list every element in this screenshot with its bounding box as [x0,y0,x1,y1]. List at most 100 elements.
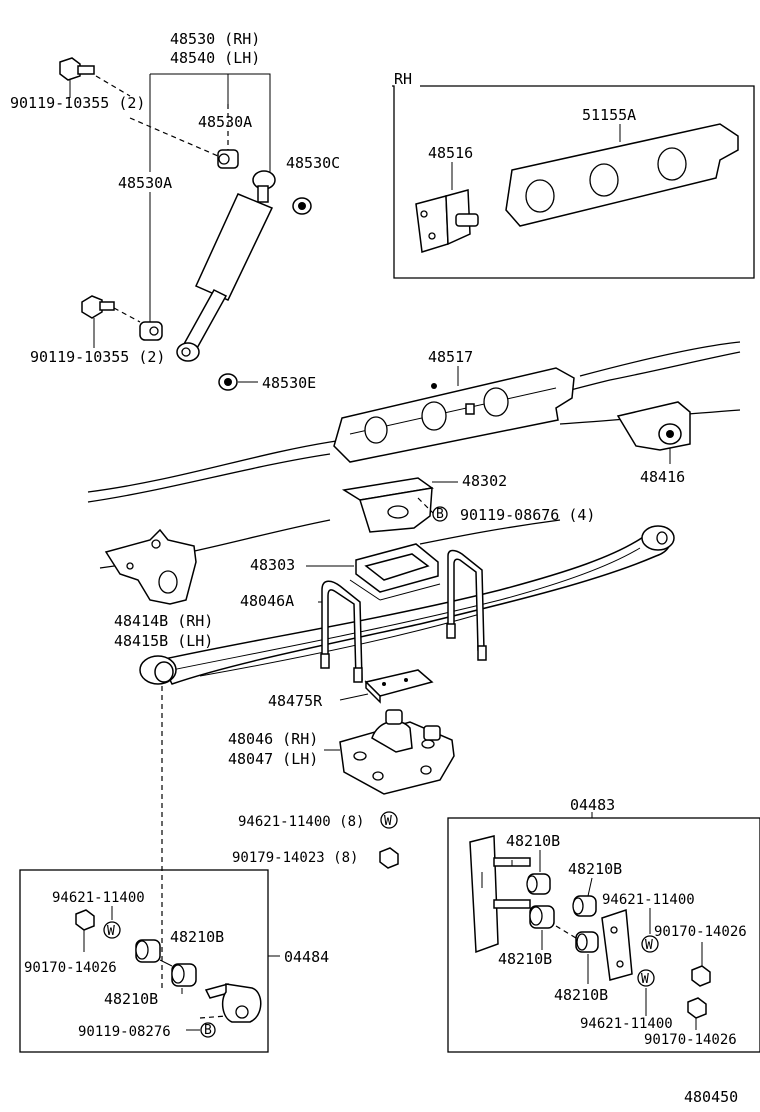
nut-icon [379,847,399,869]
label-bumper: 48303 [250,556,295,574]
label-bolt-top: 90119-10355 (2) [10,94,145,112]
leader-shock [150,73,271,172]
kr-w-marker-2-icon: W [637,969,655,1016]
w-marker-icon [380,811,398,829]
label-ubolt: 48046A [240,592,294,610]
label-crossmember-rh: 51155A [582,106,636,124]
bumper-part [349,543,441,601]
rear-hanger-group: 48416 [616,401,691,486]
shock-absorber-group: 48530 (RH) 48540 (LH) 90119-10355 (2) 48… [10,30,340,392]
front-hanger-part [104,528,197,605]
kl-bolt-part [199,983,262,1023]
kr-bushing-1-part [526,873,551,895]
bracket-rh-part [415,189,479,253]
kr-shackle-plate-part [469,835,531,954]
kit-left-box: 04484 94621-11400 W 90170-14026 48210B 4… [19,869,329,1053]
plate-part [339,709,455,795]
shock-absorber-part [176,170,276,362]
label-bracket-rh: 48516 [428,144,473,162]
label-shock-lh: 48540 (LH) [170,49,260,67]
label-hanger-rear: 48416 [640,468,685,486]
label-kl-bolt: 90119-08276 [78,1024,171,1040]
kr-plate-part [601,908,633,981]
label-washer-e: 48530E [262,374,316,392]
ubolt-right-part [446,549,487,661]
label-rh-tag: RH [394,70,412,88]
kr-bushing-3-part [529,905,555,950]
label-kr-bush-3: 48210B [498,950,552,968]
kl-nut-icon [75,909,95,931]
label-kit-left: 04484 [284,948,329,966]
label-bushing-c: 48530C [286,154,340,172]
svg-text:W: W [641,972,649,987]
front-hanger-group: 48414B (RH) 48415B (LH) [104,528,213,650]
label-shock-rh: 48530 (RH) [170,30,260,48]
label-washer-w: 94621-11400 (8) [238,814,364,830]
label-kl-bush-2: 48210B [104,990,158,1008]
bumper-seat-group: 48302 B 90119-08676 (4) [341,472,595,533]
plate-group: 48046 (RH) 48047 (LH) [228,709,455,795]
rh-detail-box: RH 51155A 48516 [392,70,755,279]
label-kr-washer-1: 94621-11400 [602,892,695,908]
spacer-part [364,669,434,704]
svg-text:W: W [645,938,653,953]
leader-top-dashed [129,117,219,157]
ubolt-group: 48046A [240,549,487,683]
label-kl-bush-1: 48210B [170,928,224,946]
washer-e-part [218,373,258,391]
ubolt-left-part [320,580,363,683]
label-bumper-seat: 48302 [462,472,507,490]
kit-right-box: 04483 48210B 48210B 94621-11400 90170-14… [447,796,760,1053]
label-hanger-front-rh: 48414B (RH) [114,612,213,630]
label-bolt-bottom: 90119-10355 (2) [30,348,165,366]
label-bushing-a-left: 48530A [118,174,172,192]
label-crossmember: 48517 [428,348,473,366]
kl-w-marker-icon [103,921,121,939]
kl-b-marker-icon [200,1022,216,1038]
b-marker-text: B [436,507,444,522]
bushing-a-bottom-part [139,321,163,341]
label-nut-w: 90179-14023 (8) [232,850,358,866]
label-bushing-a-right: 48530A [198,113,252,131]
kl-bushing-2-part [171,963,197,987]
label-bolt-b: 90119-08676 (4) [460,506,595,524]
crossmember-group: 48517 [333,348,575,463]
bumper-seat-part [341,477,434,533]
kl-w-marker-text: W [107,924,115,939]
kl-bushing-1-part [135,939,161,963]
kr-nut-1-icon [691,965,711,987]
label-kr-nut-2: 90170-14026 [644,1032,737,1048]
label-kr-bush-2: 48210B [568,860,622,878]
label-kr-bush-1: 48210B [506,832,560,850]
label-spacer: 48475R [268,692,323,710]
label-kr-bush-4: 48210B [554,986,608,1004]
leaf-spring-part [139,525,675,685]
w-marker-text: W [384,814,392,829]
bumper-group: 48303 [250,543,441,601]
label-kl-nut: 90170-14026 [24,960,117,976]
bushing-c-part [292,197,312,215]
label-kr-washer-2: 94621-11400 [580,1016,673,1032]
bolt-top-part [59,57,131,98]
bushing-a-top-part [217,149,239,169]
spacer-group: 48475R [268,669,434,710]
bolt-bottom-part [81,295,141,348]
kr-bushing-4-part [555,925,599,984]
kr-bushing-2-part [572,895,597,917]
figure-number: 480450 [684,1088,738,1106]
label-kit-right: 04483 [570,796,615,814]
kr-nut-2-icon [687,997,707,1019]
kr-w-marker-1-icon: W [641,908,659,953]
kl-b-marker-text: B [204,1023,212,1038]
b-marker-icon [432,506,448,522]
washer-nut-group: 94621-11400 (8) W 90179-14023 (8) [232,811,399,869]
label-kr-nut-1: 90170-14026 [654,924,747,940]
label-plate-lh: 48047 (LH) [228,750,318,768]
crossmember-part [333,367,575,463]
rear-hanger-part [616,401,691,451]
label-plate-rh: 48046 (RH) [228,730,318,748]
label-hanger-front-lh: 48415B (LH) [114,632,213,650]
label-kl-washer: 94621-11400 [52,890,145,906]
crossmember-rh-part [505,123,739,227]
